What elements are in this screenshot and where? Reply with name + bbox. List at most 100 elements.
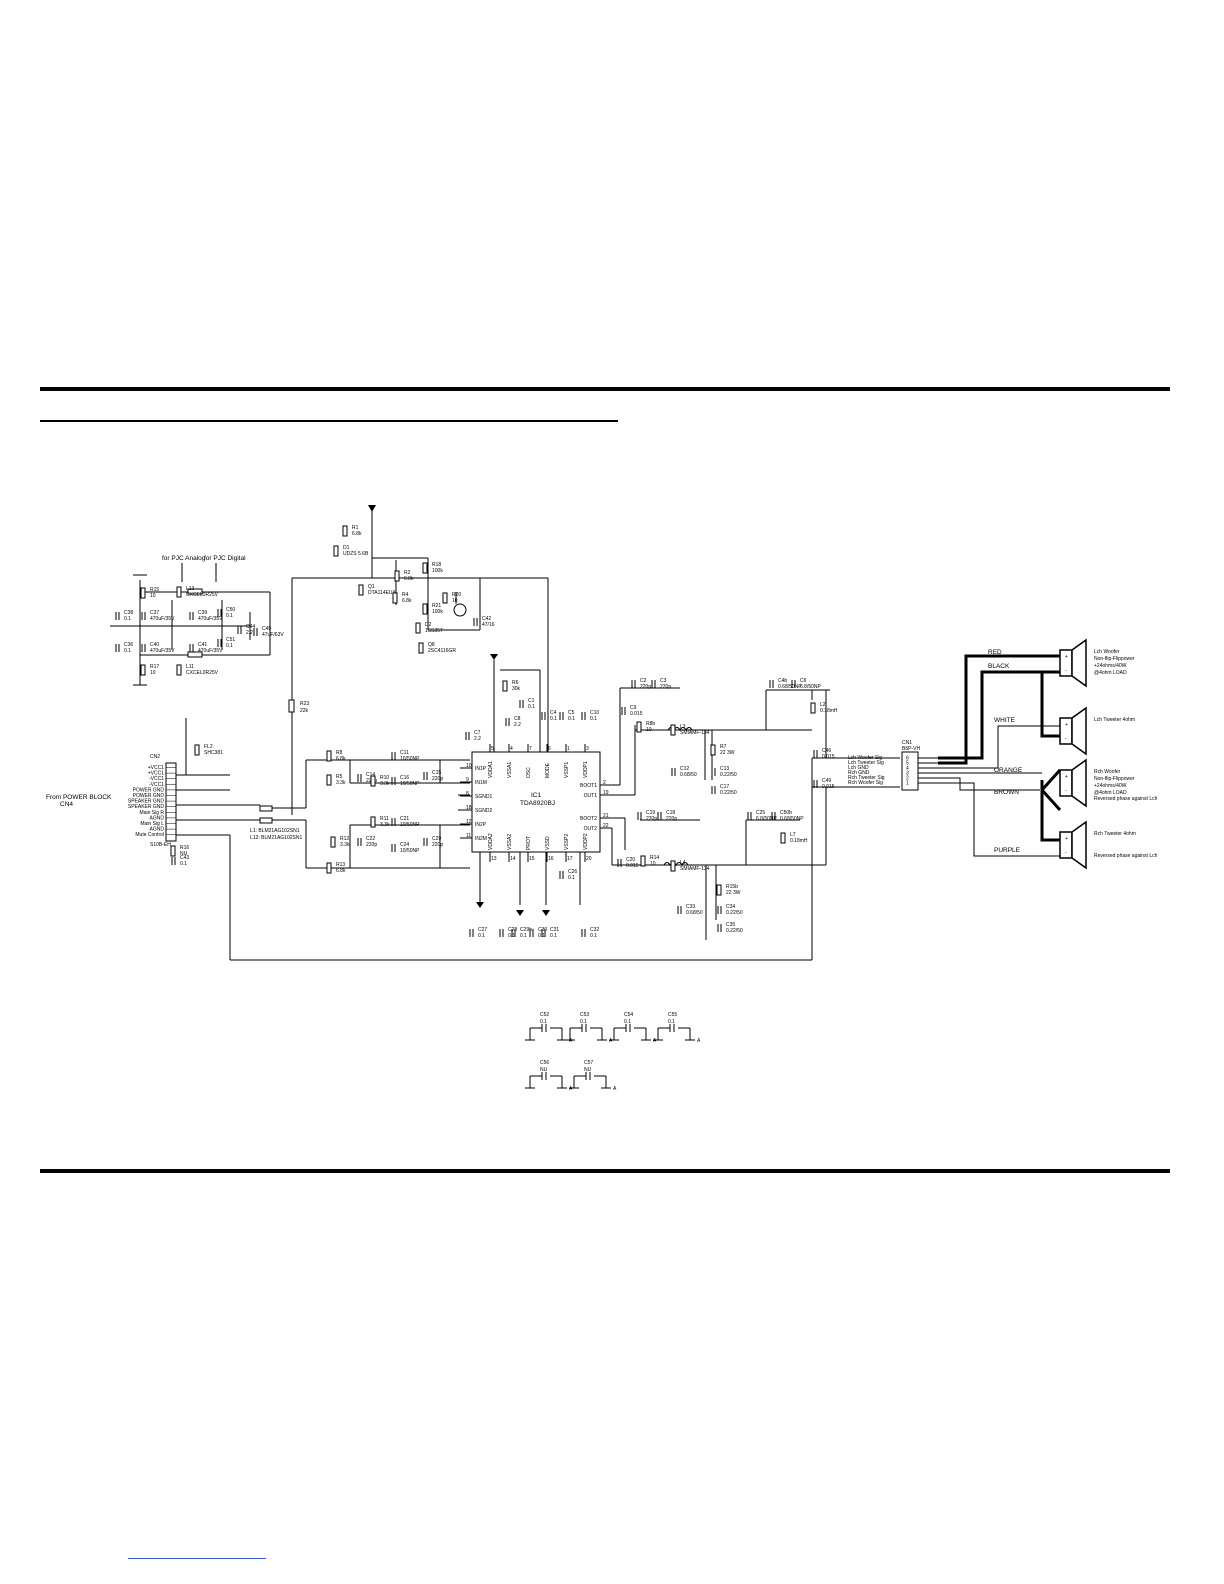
cn1-signal-label: Rch Woofer Sig bbox=[848, 780, 883, 786]
power-part-value: 470uF/35V bbox=[150, 616, 175, 622]
bypass-cap-value: 0.1 bbox=[540, 1019, 547, 1025]
output-part-value: 6.8/50NP bbox=[756, 816, 778, 822]
ic-pin-number: 10 bbox=[466, 763, 472, 769]
speaker-minus: - bbox=[1065, 736, 1067, 742]
power-part-value: 2.2 bbox=[246, 630, 253, 636]
output-part-ref: C4b bbox=[778, 678, 787, 684]
reversed-phase-note-r-woofer: Reversed phase against Lch bbox=[1094, 796, 1158, 802]
cn1-pin-number: 2 bbox=[906, 776, 909, 782]
bypass-cap-value: 0.1 bbox=[624, 1019, 631, 1025]
cn1-pin-number: 1 bbox=[906, 781, 909, 787]
output-part-l7: L70.18mH bbox=[780, 832, 808, 844]
supply-part-c5: C50.1 bbox=[559, 710, 575, 722]
output-part-value: 0.18mH bbox=[820, 708, 838, 714]
speaker-label: Lch Woofer bbox=[1094, 649, 1120, 655]
output-part-ref: L4 bbox=[680, 860, 686, 866]
supply-part-value: 0.1 bbox=[520, 933, 527, 939]
output-part-value: 0.22/50 bbox=[720, 790, 737, 796]
bypass-cap-ref: C54 bbox=[624, 1012, 633, 1018]
supply-part-c4: C40.1 bbox=[541, 710, 557, 722]
ic-pin-name: VSSD bbox=[545, 836, 551, 850]
cn1-signal-label: Rch GND bbox=[848, 770, 870, 776]
power-filter-section: for PJC Analog for PJC Digital R1510L13C… bbox=[110, 555, 284, 686]
power-part-ref: C45 bbox=[262, 626, 271, 632]
input-part-ref: C21 bbox=[400, 816, 409, 822]
output-part-value: 220p bbox=[640, 684, 651, 690]
input-part-value: 220p bbox=[432, 776, 443, 782]
output-part-ref: C49 bbox=[822, 778, 831, 784]
title-underline-rule bbox=[40, 420, 618, 422]
power-part-value: 470uF/35V bbox=[198, 616, 223, 622]
standby-part-r1: R16.8k bbox=[342, 525, 362, 537]
output-part-c6: C66.8/50NP bbox=[791, 678, 822, 690]
output-part-ref: C17 bbox=[720, 784, 729, 790]
supply-part-value: 0.1 bbox=[590, 716, 597, 722]
output-part-ref: C2 bbox=[640, 678, 647, 684]
ic-pin-name: IN2M bbox=[475, 836, 487, 842]
output-part-ref: L7 bbox=[790, 832, 796, 838]
cn2-part-value: NU bbox=[180, 851, 188, 857]
input-part-ref: R13 bbox=[336, 862, 345, 868]
supply-part-ref: C4 bbox=[550, 710, 557, 716]
ic-pin-number: 14 bbox=[510, 856, 516, 862]
supply-part-value: 0.1 bbox=[550, 933, 557, 939]
output-part-value: 22 3W bbox=[720, 750, 735, 756]
cn1-signal-label: Lch Woofer Sig bbox=[848, 755, 882, 761]
ic-pin-number: 19 bbox=[603, 790, 609, 796]
standby-part-value: 1SS357 bbox=[425, 628, 443, 634]
cn1-signal-label: Rch Tweeter Sig bbox=[848, 775, 885, 781]
ic-pin-name: SGND1 bbox=[475, 794, 492, 800]
input-part-value: 10/50NP bbox=[400, 756, 420, 762]
power-part-ref: C41 bbox=[198, 642, 207, 648]
wire-color-label: ORANGE bbox=[994, 767, 1023, 774]
standby-part-ref: R20 bbox=[452, 592, 461, 598]
label-pjc-analog: for PJC Analog bbox=[162, 555, 206, 562]
output-part-ref: C6 bbox=[800, 678, 807, 684]
cn2-pin-label: POWER GND bbox=[133, 793, 165, 799]
output-part-value: 6.8/50NP bbox=[800, 684, 822, 690]
input-part-value: 10/50NP bbox=[400, 822, 420, 828]
ic-pin-name: VSSP2 bbox=[564, 834, 570, 850]
input-part-value: 6.8k bbox=[336, 756, 346, 762]
wire-color-label: BLACK bbox=[988, 663, 1010, 670]
speaker-spec-line: +24ohms/40W bbox=[1094, 663, 1127, 669]
bypass-cap-ref: C53 bbox=[580, 1012, 589, 1018]
power-part-value: 0.1 bbox=[226, 643, 233, 649]
input-part-r5: R53.3k bbox=[326, 774, 346, 786]
input-part-ref: C22 bbox=[366, 836, 375, 842]
supply-part-value: 2.2 bbox=[514, 722, 521, 728]
standby-part-ref: D2 bbox=[425, 622, 432, 628]
ic-pin-name: OUT2 bbox=[584, 826, 598, 832]
speaker-minus: - bbox=[1065, 788, 1067, 794]
output-part-ref: L3 bbox=[680, 724, 686, 730]
bypass-cap-ref: C55 bbox=[668, 1012, 677, 1018]
speaker-1: +-Lch Tweeter 4ohm bbox=[1059, 706, 1135, 756]
output-part-value: 220p bbox=[666, 816, 677, 822]
supply-part-value: 0.1 bbox=[528, 704, 535, 710]
cn1-pin-number: 4 bbox=[906, 766, 909, 772]
output-part-ref: L2 bbox=[820, 702, 826, 708]
standby-part-value: 6.8k bbox=[402, 598, 412, 604]
supply-part-value: 0.1 bbox=[568, 875, 575, 881]
input-part-value: 220p bbox=[366, 842, 377, 848]
